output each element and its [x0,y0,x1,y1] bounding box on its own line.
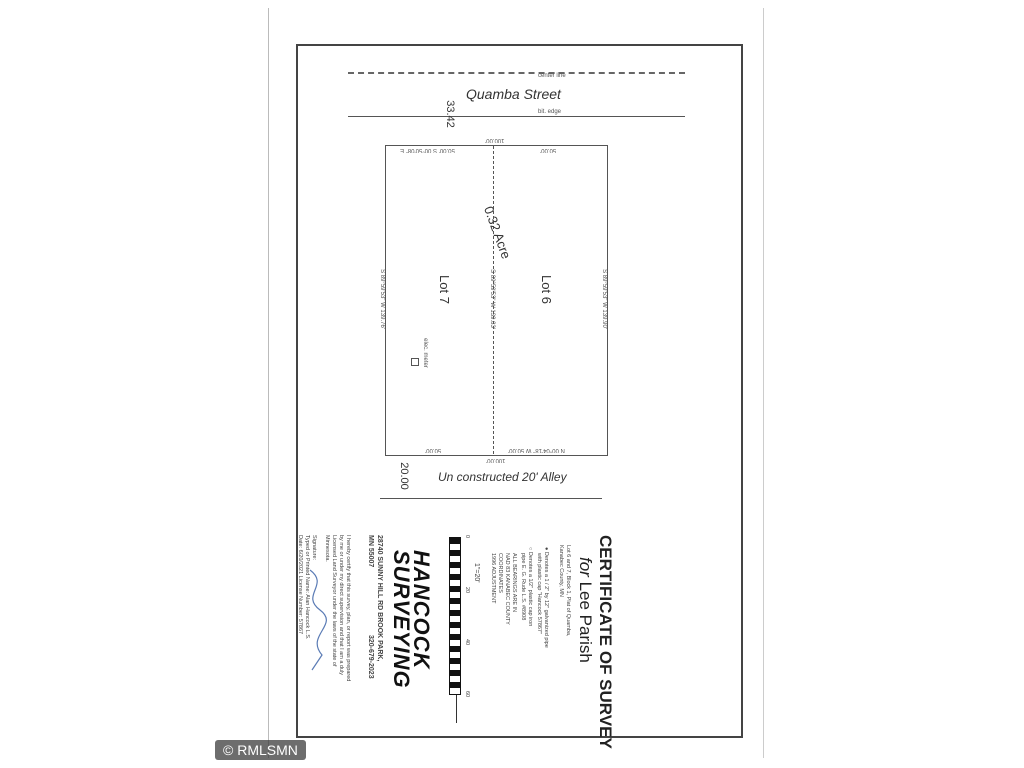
meter-label: elec. meter [421,338,428,368]
legend-2a: ○ Denotes a 1/2" plastic cap iron [527,547,533,627]
for-label: for [576,557,595,577]
street-edge-line [348,116,685,117]
bearings-3: COORDINATES [497,553,503,593]
street-setback: 33.42 [443,100,456,128]
bearings-2: NAD 83 KANABEC COUNTY [504,553,510,625]
scale-bar [449,537,461,695]
certification-line-1: I hereby certify that this survey, plan,… [345,535,351,682]
lot-7-label: Lot 7 [436,275,452,304]
certification-line-4: Minnesota. [324,535,330,562]
legend-1b: with plastic cap "Hancock 57867" [536,553,542,634]
scale-tick-60: 60 [464,691,470,698]
date-license: Date: 6/20/2021 License Number: 57867 [297,535,303,635]
scale-tick-40: 40 [464,639,470,646]
bit-edge-label: bit. edge [538,109,562,115]
certification-line-2: by me or under my direct supervision and… [338,535,344,676]
east-dim: S 89°59'53" W 139.90' [600,269,607,329]
alley-width: 20.00 [397,462,410,490]
client-name: Lee Parish [576,581,595,663]
street-center-line [348,72,685,74]
phone: 320-679-2023 [367,635,374,679]
legal-line-2: Kanabec County, MN [558,545,564,597]
client-line: for Lee Parish [575,557,595,663]
printed-name: Typed or Printed Name: Alan Hancock L.S. [304,535,310,640]
legend-2b: pipe E. G. Rude L.S. #8908 [520,553,526,621]
street-name: Quamba Street [466,86,561,102]
watermark: © RMLSMN [215,740,306,760]
address-line-1: 28740 SUNNY HILL RD BROOK PARK, [376,535,383,662]
lot-6-label: Lot 6 [538,275,554,304]
survey-paper [268,8,764,758]
legal-line-1: Lot 6 and 7, Block 1, Plat of Quamba, [565,545,571,637]
south-half-east: N 00°04'18" W 50.00' [508,447,565,453]
bearings-4: 1996 ADJUSTMENT [490,553,496,604]
certification-line-3: Licensed Land Surveyor under the laws of… [331,535,337,667]
north-half-west: 50.00' S 00°50'08" E [400,147,455,153]
legend-1a: ● Denotes a 1 / 2" by 12" galvanized pip… [543,547,549,648]
scale-tick-0: 0 [464,535,470,539]
north-half-east: 50.00' [540,147,557,153]
scale-tick-20: 20 [464,587,470,594]
north-arrow-icon [456,695,457,723]
signature-icon [309,569,327,671]
alley-line [380,498,602,499]
lot-boundary [385,145,608,456]
center-line-label: center line [538,73,566,79]
bearings-1: ALL BEARINGS ARE IN [511,553,517,613]
north-dim: 100.00' [485,137,505,143]
middle-dim: S 89°59'53" W 139.83' [488,269,495,329]
certificate-title: CERTIFICATE OF SURVEY [596,535,615,749]
scale-label: 1"=20' [473,563,480,583]
meter-symbol [411,358,419,366]
certificate-block: CERTIFICATE OF SURVEY for Lee Parish Lot… [290,535,615,749]
west-dim: S 89°59'53" W 139.76' [378,269,385,329]
lot-divider-line [493,146,494,454]
address-line-2: MN 55007 [367,535,374,568]
south-dim: 100.00' [486,457,506,463]
drawing-border [296,44,743,738]
south-half-west: 50.00' [425,447,442,453]
alley-name: Un constructed 20' Alley [438,470,567,484]
signature-label: Signature: [311,535,317,561]
